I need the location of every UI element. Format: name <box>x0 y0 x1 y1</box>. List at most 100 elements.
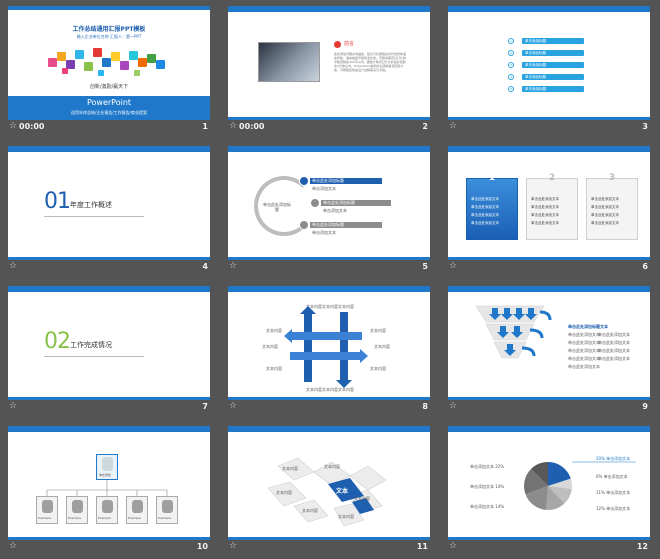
step-number: 3 <box>608 173 616 183</box>
puzzle-label: 文本内容 <box>324 464 340 469</box>
center-label: 单击此处添加标题 <box>263 202 291 212</box>
slide-thumbnail-11[interactable]: 文本 文本内容 文本内容 文本内容 文本内容 文本内容 文本内容 ☆ 11 <box>220 420 430 553</box>
slide-timing: 00:00 <box>239 122 265 131</box>
slide-bottom-bar <box>448 117 650 120</box>
avatar <box>42 500 53 513</box>
list-item: 单击添加标题 <box>522 62 584 68</box>
slide-top-bar <box>448 146 650 152</box>
pie-label-right: 11% 单击添加文本 <box>596 490 631 495</box>
bottom-label: 文本内容文本内容文本内容 <box>306 387 354 392</box>
slide-thumbnail-9[interactable]: 单击此处添加标题文本 单击此处添加文本 单击此处添加文本 单击此处添加文本 单击… <box>440 280 650 413</box>
slide-thumbnail-12[interactable]: 单击添加文本 22% 单击添加文本 14% 单击添加文本 14% 20% 单击添… <box>440 420 650 553</box>
slide-number: 3 <box>642 122 648 131</box>
slide-thumbnail-6[interactable]: 单击此处添加文本 单击此处添加文本 单击此处添加文本 单击此处添加文本 1 单击… <box>440 140 650 273</box>
list-item: 单击添加标题 <box>522 50 584 56</box>
node-bar: 单击此处添加标题 <box>310 178 382 184</box>
star-icon[interactable]: ☆ <box>449 121 458 131</box>
slide-footer: ☆ 00:00 2 <box>228 120 430 133</box>
slide-thumbnail-3[interactable]: 1 单击添加标题 2 单击添加标题 3 单击添加标题 4 单击添加标题 5 单击… <box>440 0 650 133</box>
slide-2-paragraph: 此处添加详细文本描述，建议与标题相关并符合整体语言风格，语言描述尽量简洁生动。尽… <box>334 52 406 72</box>
slide-number: 6 <box>642 262 648 271</box>
slide-thumbnail-8[interactable]: 文本内容文本内容文本内容 文本内容 文本内容 文本内容 文本内容 文本内容 文本… <box>220 280 430 413</box>
puzzle-label: 文本内容 <box>282 466 298 471</box>
slide-footer: ☆ 8 <box>228 400 430 413</box>
list-number: 5 <box>508 86 514 92</box>
slide-bottom-bar <box>448 257 650 260</box>
slide-top-bar <box>8 426 210 432</box>
slide-number: 2 <box>422 122 428 131</box>
puzzle-label: 文本内容 <box>354 496 370 501</box>
pie-chart <box>524 461 636 510</box>
node-sub: 单击添加文本 <box>312 186 336 191</box>
section-title: 工作完成情况 <box>70 341 112 349</box>
list-item: 单击添加标题 <box>522 38 584 44</box>
slide-1-category: 适用年终总结/企业报告/工作报告/商业提案 <box>70 110 148 115</box>
slide-footer: ☆ 00:00 1 <box>8 120 210 133</box>
side-label: 文本内容 <box>262 344 278 349</box>
step-box: 单击此处添加文本 单击此处添加文本 单击此处添加文本 单击此处添加文本 <box>586 178 638 240</box>
slide-bottom-bar <box>8 397 210 400</box>
step-box: 单击此处添加文本 单击此处添加文本 单击此处添加文本 单击此处添加文本 <box>526 178 578 240</box>
slide-6-canvas: 单击此处添加文本 单击此处添加文本 单击此处添加文本 单击此处添加文本 1 单击… <box>448 146 650 260</box>
star-icon[interactable]: ☆ <box>449 541 458 551</box>
step-box: 单击此处添加文本 单击此处添加文本 单击此处添加文本 单击此处添加文本 <box>466 178 518 240</box>
slide-number: 7 <box>202 402 208 411</box>
star-icon[interactable]: ☆ <box>229 401 238 411</box>
slide-1-brand: PowerPoint <box>86 98 132 107</box>
star-icon[interactable]: ☆ <box>229 261 238 271</box>
slide-footer: ☆ 10 <box>8 540 210 553</box>
node-bar: 单击此处添加标题 <box>321 200 391 206</box>
slide-footer: ☆ 6 <box>448 260 650 273</box>
slide-thumbnail-4[interactable]: 01 年度工作概述 ☆ 4 <box>0 140 210 273</box>
star-icon[interactable]: ☆ <box>449 261 458 271</box>
hash-arrows-graphic <box>284 306 368 388</box>
slide-top-bar <box>448 6 650 12</box>
star-icon[interactable]: ☆ <box>9 121 18 131</box>
slide-thumbnail-10[interactable]: 单击添加 Example Example Example Example <box>0 420 210 553</box>
slide-thumbnail-1[interactable]: 工作总结通用汇报PPT模板 输入企业单位名称 汇报人：第一PPT 创新/激励/赢… <box>0 0 210 133</box>
slide-9-line: 单击此处添加文本 <box>598 348 630 353</box>
slide-thumbnail-7[interactable]: 02 工作完成情况 ☆ 7 <box>0 280 210 413</box>
slide-footer: ☆ 9 <box>448 400 650 413</box>
star-icon[interactable]: ☆ <box>9 541 18 551</box>
section-underline <box>44 216 144 217</box>
star-icon[interactable]: ☆ <box>449 401 458 411</box>
star-icon[interactable]: ☆ <box>229 121 238 131</box>
slide-top-bar <box>228 146 430 152</box>
star-icon[interactable]: ☆ <box>9 261 18 271</box>
slide-bottom-bar <box>228 117 430 120</box>
pie-label-left: 单击添加文本 22% <box>470 464 505 469</box>
slide-9-line: 单击此处添加文本 <box>568 364 600 369</box>
slide-1-title: 工作总结通用汇报PPT模板 <box>72 26 146 33</box>
avatar <box>102 457 113 471</box>
org-member-card: Example <box>36 496 58 524</box>
slide-2-canvas: 前言 此处添加详细文本描述，建议与标题相关并符合整体语言风格，语言描述尽量简洁生… <box>228 6 430 120</box>
slide-number: 8 <box>422 402 428 411</box>
org-member-card: Example <box>96 496 118 524</box>
slide-bottom-bar <box>228 537 430 540</box>
org-member-card: Example <box>66 496 88 524</box>
pie-label-left: 单击添加文本 14% <box>470 504 505 509</box>
slide-footer: ☆ 3 <box>448 120 650 133</box>
puzzle-label: 文本内容 <box>338 514 354 519</box>
side-label: 文本内容 <box>266 328 282 333</box>
section-title: 年度工作概述 <box>70 201 112 209</box>
node-circle <box>310 198 320 208</box>
org-member-card: Example <box>126 496 148 524</box>
slide-number: 12 <box>636 542 648 551</box>
org-member-card: Example <box>156 496 178 524</box>
slide-thumbnail-5[interactable]: 单击此处添加标题 单击此处添加标题 单击添加文本 单击此处添加标题 单击添加文本… <box>220 140 430 273</box>
slide-thumbnail-2[interactable]: 前言 此处添加详细文本描述，建议与标题相关并符合整体语言风格，语言描述尽量简洁生… <box>220 0 430 133</box>
slide-top-bar <box>448 286 650 292</box>
slide-bottom-bar <box>448 537 650 540</box>
slide-number: 1 <box>202 122 208 131</box>
slide-1-blue-band <box>8 96 210 120</box>
star-icon[interactable]: ☆ <box>229 541 238 551</box>
node-sub: 单击添加文本 <box>312 230 336 235</box>
slide-footer: ☆ 4 <box>8 260 210 273</box>
slide-1-canvas: 工作总结通用汇报PPT模板 输入企业单位名称 汇报人：第一PPT 创新/激励/赢… <box>8 6 210 120</box>
slide-9-line: 单击此处添加文本 <box>598 340 630 345</box>
list-number: 3 <box>508 62 514 68</box>
star-icon[interactable]: ☆ <box>9 401 18 411</box>
slide-footer: ☆ 5 <box>228 260 430 273</box>
